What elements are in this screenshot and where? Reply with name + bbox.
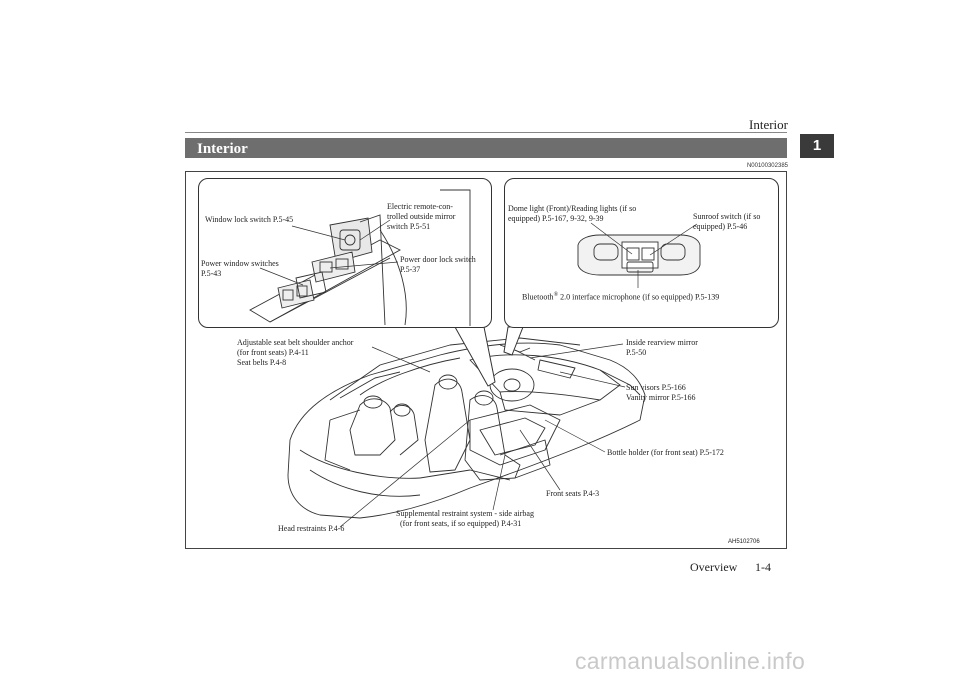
label-sun-visors: Sun visors P.5-166 Vanity mirror P.5-166 (626, 383, 696, 402)
footer-page-number: 1-4 (755, 560, 771, 574)
label-bluetooth-microphone: Bluetooth® 2.0 interface microphone (if … (522, 290, 719, 303)
chapter-tab: 1 (800, 134, 834, 158)
label-srs-side-airbag: Supplemental restraint system - side air… (396, 509, 534, 528)
label-dome-light: Dome light (Front)/Reading lights (if so… (508, 204, 637, 223)
label-sunroof-switch: Sunroof switch (if so equipped) P.5-46 (693, 212, 761, 231)
footer-section-name: Overview (690, 560, 738, 574)
header-rule (185, 132, 787, 133)
running-header-title: Interior (749, 117, 788, 132)
label-seat-belt-anchor: Adjustable seat belt shoulder anchor (fo… (237, 338, 354, 367)
figure-code: AH5102706 (728, 539, 760, 545)
label-power-door-lock-switch: Power door lock switch P.5-37 (400, 255, 476, 274)
label-window-lock-switch: Window lock switch P.5-45 (205, 215, 294, 224)
document-code: N00100302385 (746, 163, 788, 169)
bluetooth-label-rest: 2.0 interface microphone (if so equipped… (558, 292, 720, 302)
label-head-restraints: Head restraints P.4-6 (278, 524, 345, 533)
label-front-seats: Front seats P.4-3 (546, 489, 600, 498)
label-power-window-switches: Power window switches P.5-43 (201, 259, 279, 278)
section-bar (185, 138, 787, 158)
illustration-frame (185, 171, 787, 549)
bluetooth-label-prefix: Bluetooth (522, 292, 554, 302)
label-inside-rearview-mirror: Inside rearview mirror P.5-50 (626, 338, 698, 357)
section-title: Interior (197, 141, 248, 157)
label-electric-mirror-switch: Electric remote-con- trolled outside mir… (387, 202, 456, 231)
registered-mark: ® (553, 292, 559, 298)
watermark-text: carmanualsonline.info (575, 648, 806, 674)
label-bottle-holder: Bottle holder (for front seat) P.5-172 (607, 448, 724, 457)
